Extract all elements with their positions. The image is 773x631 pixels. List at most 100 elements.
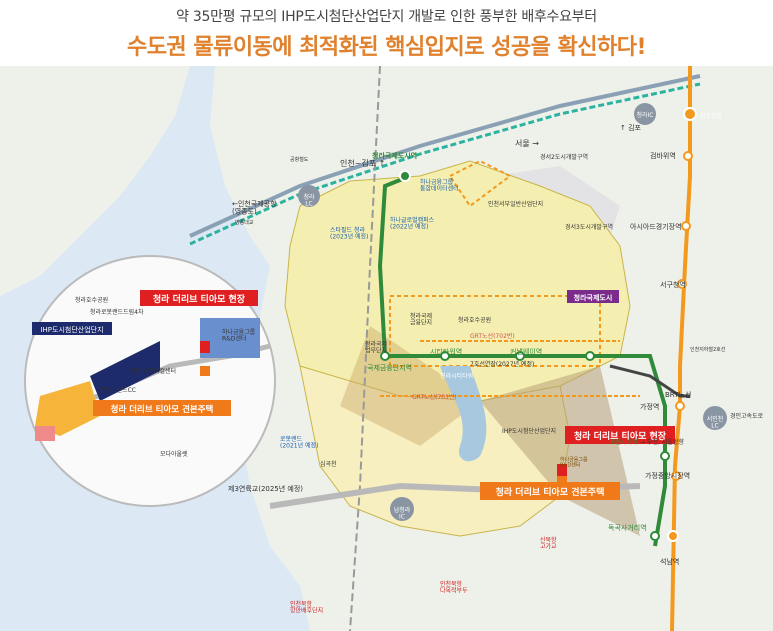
label-line7-ext: 7호선연장(2027년 예정) [470,360,534,368]
label-simgok: 심곡천 [320,460,337,468]
label-incheon-gimpo: 인천~김포 ↑ [340,158,385,168]
station-dot-east [585,351,595,361]
station-dot-geomam [683,151,693,161]
inset-site-callout-text: 청라 더리브 티아모 현장 [153,293,246,305]
land-west [0,66,190,296]
lake [440,366,487,462]
station-dot-gajeong-market [671,471,681,481]
zone-hana-outline [448,159,512,208]
cheongna-intl-badge [567,290,619,303]
station-dot-gukje [380,351,390,361]
model-house-marker-main [557,476,567,486]
inset-site-marker [200,341,210,353]
label-to-seoul: 서울 → [515,139,539,148]
finance-wedge [340,326,480,446]
road-airport [189,74,701,238]
ic-cheongna-top [634,103,656,125]
area-map: 청라 더리브 티아모 현장 청라 더리브 티아모 견본주택 청라IC 김포공항 … [0,66,773,631]
label-bridge-3: 제3연륙교(2025년 예정) [228,484,303,493]
model-callout-text: 청라 더리브 티아모 견본주택 [496,486,605,498]
label-airport-rail: 공항철도 [290,156,309,163]
station-dot-rubeon [660,451,670,461]
label-brt: BRT노선 [665,390,691,399]
station-dot-asiad [681,221,691,231]
label-seoknam: 석남역 [660,557,679,566]
station-dot-seogu [677,279,687,289]
cheongna-intl-badge-text: 청라국제도시 [574,293,613,302]
label-rubeon: 루원시티역 [610,438,638,446]
inset-orange-block [35,381,100,436]
label-grt-702: GRT노선(702번) [470,332,515,340]
brt-line [609,364,690,398]
inset-model-callout-bg [93,400,231,416]
label-lake-park: 청라호수공원 [458,316,491,324]
label-line2: 인천지하철2호선 [690,346,726,353]
inset-pink-block [35,426,55,441]
label-to-bucheon: → 부천, 서울방향 [640,438,684,446]
metro-stations [380,107,697,542]
label-city-tower: 청라시티타워 [440,372,473,380]
label-to-gimpo: ↑ 김포 [620,124,642,132]
header-title: 수도권 물류이동에 최적화된 핵심입지로 성공을 확신하다! [126,35,647,60]
label-cheongna-intl-station: 청라국제도시역 [372,151,417,160]
label-yeongjong-bridge: 영종대교 [235,219,254,226]
label-gyeongseo-2: 경서2도시개발구역 [540,153,588,161]
station-dot-dokgok [650,531,660,541]
label-geomam: 검바위역 [650,151,676,160]
label-hana-campus: 하나글로벌캠퍼스(2022년 예정) [390,216,435,231]
inset-ihp-badge-text: IHP도시첨단산업단지 [40,325,103,334]
header-subtitle: 약 35만평 규모의 IHP도시첨단산업단지 개발로 인한 풍부한 배후수요부터 [176,9,597,25]
expressway-dashed [349,66,381,631]
label-city-tower-station: 시티타워역 [430,347,462,356]
inset-logistic: 청라로봇랜드드림4차 [90,308,144,316]
label-ihp: IHP도시첨단산업단지 [502,427,556,435]
label-seobu-industrial: 인천서부일반산업단지 [488,200,543,208]
label-gyeongin-expressway: 경인고속도로 [730,412,764,420]
label-gajeong: 가정역 [640,402,659,411]
inset-model-marker [200,366,210,376]
ic-namcheongna [390,497,414,521]
inset-ihp-block [90,341,160,401]
label-grt-701: GRT노선(701번) [412,393,457,401]
label-incheon-airport: ←인천국제공항(영종도) [232,199,277,216]
ic-markers [298,103,727,521]
inset-lake-park: 청라호수공원 [75,296,108,304]
station-dot-gimpo [683,107,697,121]
site-callout-text: 청라 더리브 티아모 현장 [574,430,667,442]
label-gyeongseo-3: 경서3도시개발구역 [565,223,613,231]
label-dokgok: 독곡사거리역 [608,523,647,532]
station-dot-city-tower [440,351,450,361]
station-dot-cheongna [399,170,411,182]
inset-model-village: 모다아울렛 [160,450,188,458]
label-seogu: 서구청역 [660,280,686,289]
metro-line-2 [670,66,692,631]
airport-rail-line [189,82,701,246]
site-marker-main [557,464,567,476]
zone-finance-outline [389,295,601,367]
label-robotland: 로봇랜드(2021년 예정) [280,435,318,450]
ic-seo-incheon [703,406,727,430]
header: 약 35만평 규모의 IHP도시첨단산업단지 개발로 인한 풍부한 배후수요부터… [0,0,773,66]
station-dot-seoknam [667,530,679,542]
inset-site-callout-bg [140,290,258,306]
label-canal-station: 커낼웨이역 [510,347,542,356]
label-cheongna-ic-top: 청라IC [637,111,654,119]
ic-cheongna [298,185,320,207]
inset-grand-cc: 인천그랜드CC [100,386,136,394]
inset-ihp-badge-bg [32,322,112,335]
inset-telecom: 지엠 테크니컬센터 [130,367,176,375]
label-asiad: 아시아드경기장역 [630,222,682,231]
label-gimpo-station: 김포공항 [700,112,723,120]
label-starfield: 스타필드 청라(2023년 예정) [330,226,368,241]
station-dot-canal [515,351,525,361]
